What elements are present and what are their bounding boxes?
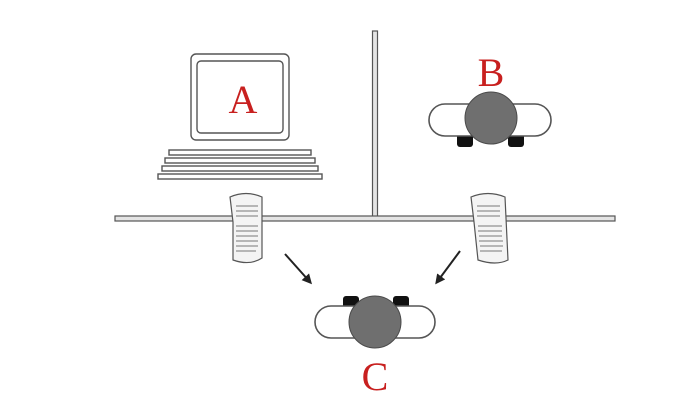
person-b-head xyxy=(464,91,518,145)
label-a: A xyxy=(228,77,258,122)
document-right-paper xyxy=(470,192,509,264)
partition-walls xyxy=(114,30,616,222)
person-c-head xyxy=(348,295,402,349)
monitor-screen xyxy=(196,60,284,134)
computer-icon xyxy=(157,53,323,180)
person-c-icon xyxy=(314,295,436,349)
label-c: C xyxy=(361,354,389,399)
horizontal-wall xyxy=(114,215,616,222)
document-icon-left xyxy=(229,192,263,264)
keyboard-row-3 xyxy=(161,165,319,172)
person-b-icon xyxy=(428,91,552,147)
document-icon-right xyxy=(470,192,509,264)
arrow-down-left-icon xyxy=(435,250,461,285)
keyboard-row-4 xyxy=(157,173,323,180)
keyboard-row-1 xyxy=(168,149,312,156)
document-right-lines xyxy=(477,205,503,252)
document-left-lines xyxy=(236,205,258,252)
label-b: B xyxy=(477,50,505,95)
keyboard-row-2 xyxy=(164,157,316,164)
document-left-paper xyxy=(229,192,263,264)
vertical-wall xyxy=(371,30,379,221)
arrow-down-right-icon xyxy=(284,253,312,285)
